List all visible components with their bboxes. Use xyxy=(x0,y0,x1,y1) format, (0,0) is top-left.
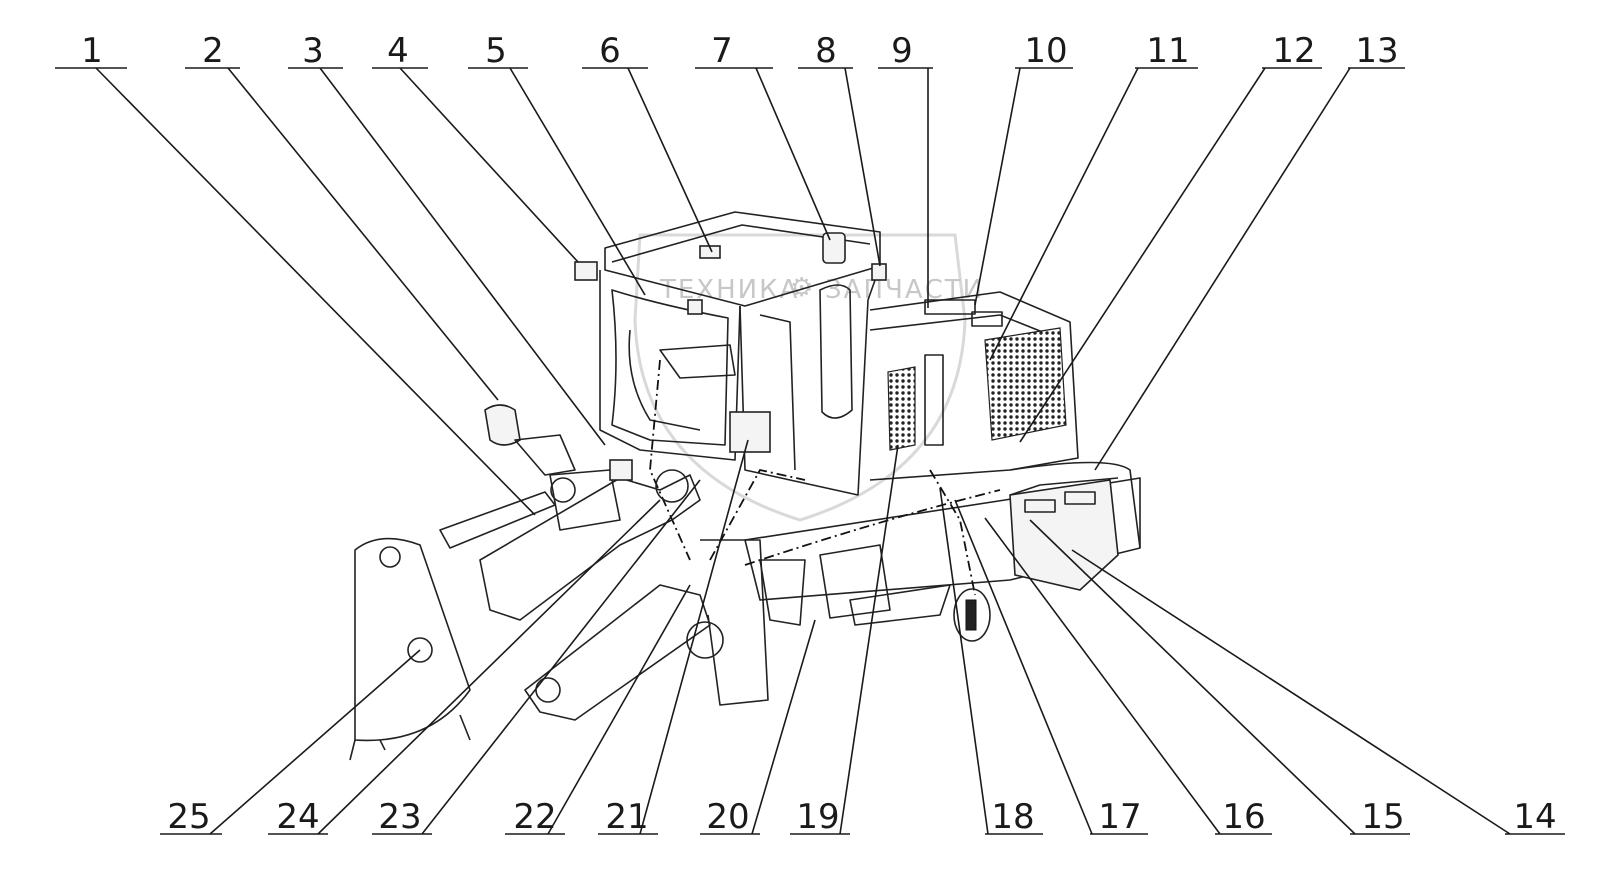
callout-label-18: 18 xyxy=(991,797,1034,837)
callout-label-4: 4 xyxy=(387,31,409,71)
callout-label-22: 22 xyxy=(513,797,556,837)
callout-label-19: 19 xyxy=(796,797,839,837)
callout-11-leader xyxy=(989,67,1139,361)
callout-7-leader xyxy=(755,67,831,241)
callout-label-14: 14 xyxy=(1513,797,1556,837)
callout-25-leader xyxy=(209,649,421,835)
callout-4-leader xyxy=(399,67,579,263)
callout-19-leader xyxy=(839,444,899,835)
callout-label-20: 20 xyxy=(706,797,749,837)
callout-label-10: 10 xyxy=(1024,31,1067,71)
callout-label-2: 2 xyxy=(202,31,224,71)
callout-label-7: 7 xyxy=(711,31,733,71)
callout-15-leader xyxy=(1029,519,1356,835)
callout-2-leader xyxy=(227,67,499,401)
callout-8-leader xyxy=(844,67,881,267)
callout-label-15: 15 xyxy=(1361,797,1404,837)
callout-21-leader xyxy=(639,439,749,835)
watermark: ТЕХНИКА ЗАПЧАСТИ ⚙ xyxy=(633,233,982,522)
callout-23-leader xyxy=(421,479,701,835)
callout-label-9: 9 xyxy=(891,31,913,71)
callout-label-8: 8 xyxy=(815,31,837,71)
callout-label-16: 16 xyxy=(1222,797,1265,837)
callout-label-24: 24 xyxy=(276,797,319,837)
callout-label-1: 1 xyxy=(81,31,103,71)
callout-label-6: 6 xyxy=(599,31,621,71)
callout-label-5: 5 xyxy=(485,31,507,71)
callout-20-leader xyxy=(751,619,816,835)
callout-18-leader xyxy=(939,487,989,835)
callout-6-leader xyxy=(627,67,713,253)
callout-13-leader xyxy=(1094,67,1351,471)
callout-label-12: 12 xyxy=(1272,31,1315,71)
callout-3-leader xyxy=(319,67,606,446)
gear-icon: ⚙ xyxy=(790,273,815,303)
callout-10-leader xyxy=(974,67,1021,306)
callout-14-leader xyxy=(1071,549,1511,835)
callout-label-21: 21 xyxy=(605,797,648,837)
callout-1-leader xyxy=(95,67,536,516)
callout-16-leader xyxy=(984,517,1221,835)
callout-24-leader xyxy=(317,499,661,835)
callout-17-leader xyxy=(954,499,1093,835)
callout-5-leader xyxy=(509,67,646,296)
callout-label-17: 17 xyxy=(1098,797,1141,837)
callout-label-23: 23 xyxy=(378,797,421,837)
callout-label-25: 25 xyxy=(167,797,210,837)
callout-label-3: 3 xyxy=(302,31,324,71)
callout-label-13: 13 xyxy=(1355,31,1398,71)
callout-22-leader xyxy=(547,584,691,835)
callout-12-leader xyxy=(1019,67,1266,443)
callout-label-11: 11 xyxy=(1146,31,1189,71)
callouts: 1 2 3 4 5 6 7 8 9 10 xyxy=(55,31,1565,837)
